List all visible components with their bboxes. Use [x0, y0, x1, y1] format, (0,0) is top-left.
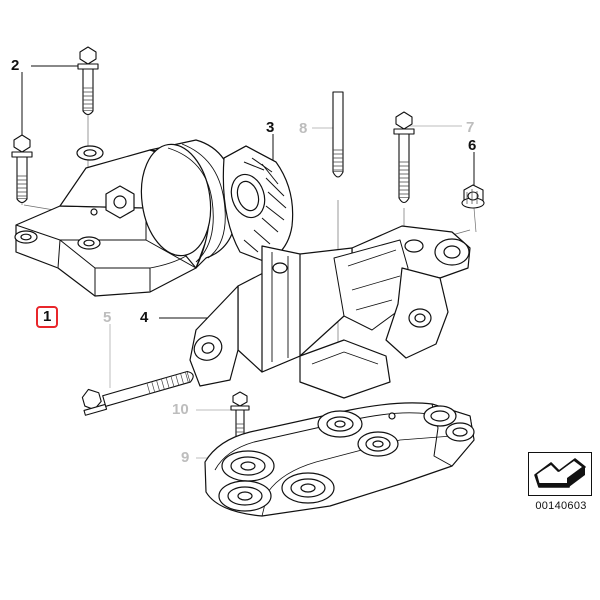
bolt-2-upper: [77, 46, 99, 116]
bolt-7-tip: [398, 197, 410, 204]
arm-left-bush-inner: [201, 342, 215, 354]
crossmember-bosses: [218, 405, 475, 512]
arm-lower-pad: [299, 339, 391, 399]
bolt-10-head: [232, 391, 248, 407]
bolt-7-threads: [399, 161, 409, 195]
arm-web-hole: [272, 262, 288, 274]
bolt-10-flange: [230, 405, 250, 411]
bolt-7-head: [395, 111, 413, 130]
nut-bore: [467, 191, 479, 201]
bolt-5-threads: [146, 371, 189, 394]
arm-small-eye: [404, 239, 424, 253]
bolt-5-flange: [83, 403, 108, 416]
callout-6[interactable]: 6: [468, 137, 477, 154]
callout-10[interactable]: 10: [172, 401, 189, 418]
bolt-7-flange: [393, 128, 415, 135]
stud-threads: [333, 149, 343, 171]
callout-8[interactable]: 8: [299, 120, 308, 137]
mount-lower-detail: [149, 255, 187, 269]
mount-drum-rib1: [167, 147, 214, 263]
shield-fins: [243, 157, 287, 253]
callout-5[interactable]: 5: [103, 309, 112, 326]
stud-tip: [332, 171, 344, 178]
callout-2[interactable]: 2: [11, 57, 20, 74]
mount-dimple: [90, 208, 98, 216]
arm-rib-shadow: [347, 249, 401, 311]
orientation-badge-box: [528, 452, 592, 496]
mount-drum-face: [140, 143, 212, 257]
bolt-2-lower: [11, 134, 33, 204]
diagram-number: 00140603: [535, 500, 587, 512]
callout-9[interactable]: 9: [181, 449, 190, 466]
mount-hex-bore: [113, 195, 127, 209]
callout-1[interactable]: 1: [36, 306, 59, 328]
assembly-line-nut6: [473, 207, 477, 233]
arm-lower-pad-edge: [311, 351, 379, 365]
arm-web-edge: [271, 252, 289, 362]
crossmember-dimple: [388, 412, 396, 420]
shield-top-edge: [223, 145, 277, 163]
diagram-watermark: 00140603: [528, 452, 594, 526]
crossmember-body: [204, 402, 475, 517]
arrow-wedge-icon: [534, 458, 586, 488]
mount-bolt-holes: [14, 145, 104, 250]
callout-4[interactable]: 4: [140, 309, 149, 326]
callout-7[interactable]: 7: [466, 119, 475, 136]
callout-3[interactable]: 3: [266, 119, 275, 136]
bolt-5-head: [81, 388, 102, 411]
arm-pivot-eye-inner: [443, 245, 461, 259]
bolt-5-tip: [187, 370, 194, 383]
